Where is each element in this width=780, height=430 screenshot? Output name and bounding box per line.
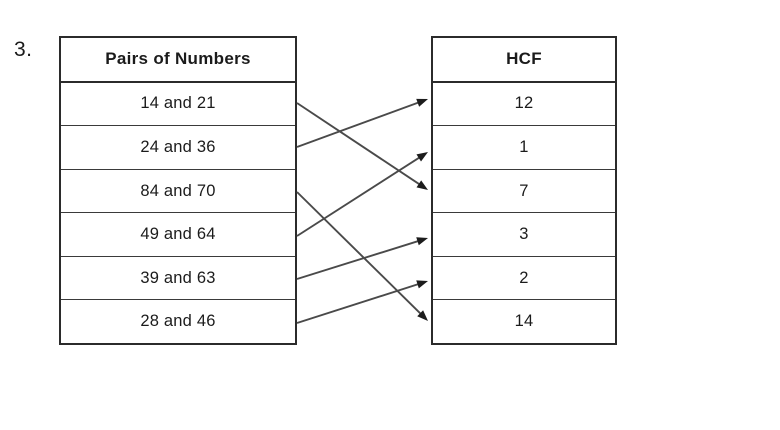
left-row-1[interactable]: 24 and 36: [61, 126, 295, 170]
left-table-header: Pairs of Numbers: [61, 38, 295, 83]
right-row-2[interactable]: 7: [433, 170, 615, 214]
left-row-2[interactable]: 84 and 70: [61, 170, 295, 214]
arrowhead-icon: [417, 310, 428, 321]
right-table-header: HCF: [433, 38, 615, 83]
pairs-of-numbers-table: Pairs of Numbers 14 and 21 24 and 36 84 …: [59, 36, 297, 345]
arrowhead-icon: [416, 237, 428, 246]
right-row-0[interactable]: 12: [433, 83, 615, 127]
hcf-table: HCF 12 1 7 3 2 14: [431, 36, 617, 345]
connector-arrow-0[interactable]: [296, 102, 428, 190]
arrowhead-icon: [416, 280, 428, 289]
right-row-5[interactable]: 14: [514, 312, 534, 331]
right-row-4[interactable]: 2: [433, 257, 615, 301]
arrowhead-icon: [416, 98, 428, 107]
right-row-3[interactable]: 3: [433, 213, 615, 257]
arrowhead-icon: [416, 180, 428, 190]
connector-line: [296, 239, 420, 280]
connector-line: [296, 282, 420, 324]
connector-line: [296, 102, 421, 186]
connector-line: [296, 156, 421, 237]
connector-arrow-3[interactable]: [296, 152, 428, 237]
connector-arrow-4[interactable]: [296, 237, 428, 280]
connector-arrow-1[interactable]: [296, 98, 428, 148]
left-row-4[interactable]: 39 and 63: [61, 257, 295, 301]
connector-arrow-2[interactable]: [296, 191, 428, 321]
connector-line: [296, 101, 420, 148]
left-row-3[interactable]: 49 and 64: [61, 213, 295, 257]
connector-line: [296, 191, 423, 316]
right-row-1[interactable]: 1: [433, 126, 615, 170]
arrowhead-icon: [416, 152, 428, 162]
connector-arrow-5[interactable]: [296, 280, 428, 324]
left-row-0[interactable]: 14 and 21: [61, 83, 295, 127]
left-row-5[interactable]: 28 and 46: [140, 312, 216, 331]
question-number: 3.: [14, 38, 33, 61]
